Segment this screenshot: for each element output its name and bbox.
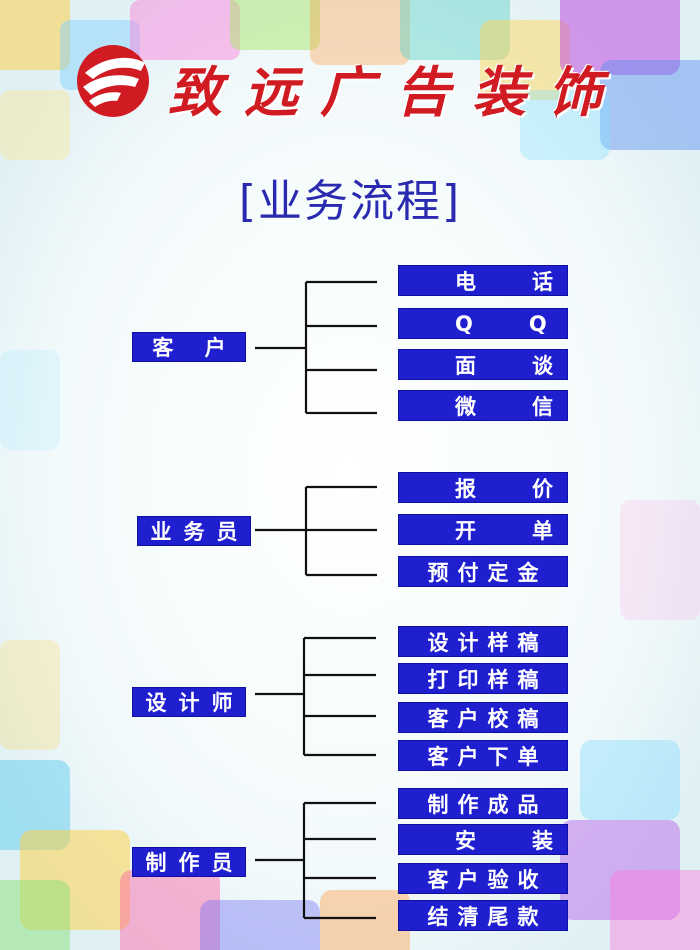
item-quote: 报价 [399,473,567,502]
item-customer-order: 客户下单 [399,741,567,770]
category-salesperson: 业务员 [138,517,250,545]
item-customer-proof: 客户校稿 [399,703,567,732]
item-finished-product: 制作成品 [399,789,567,818]
category-producer: 制作员 [133,848,245,876]
category-customer: 客 户 [133,333,245,361]
item-print-draft: 打印样稿 [399,664,567,693]
item-design-draft: 设计样稿 [399,627,567,656]
item-phone: 电话 [399,266,567,295]
item-installation: 安装 [399,825,567,854]
page-title: [业务流程] [238,176,462,227]
company-logo-icon [77,45,149,117]
category-designer: 设计师 [133,688,245,716]
item-order: 开单 [399,515,567,544]
item-meeting: 面谈 [399,350,567,379]
item-final-payment: 结清尾款 [399,901,567,930]
item-acceptance: 客户验收 [399,864,567,893]
item-wechat: 微信 [399,391,567,420]
item-deposit: 预付定金 [399,557,567,586]
brand-name: 致远广告装饰 [168,60,624,124]
